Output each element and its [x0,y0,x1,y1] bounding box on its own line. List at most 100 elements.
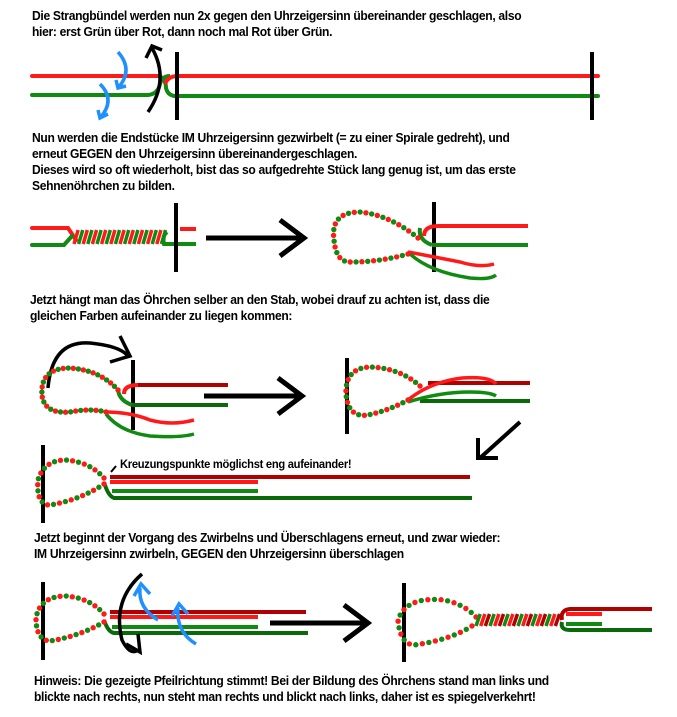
loop-bead [75,595,81,601]
twist-segment [141,229,149,245]
loop-bead [385,216,392,223]
loop-bead [334,249,340,256]
twist-segment [530,613,538,627]
loop-bead [419,640,426,647]
loop-bead [70,365,77,371]
loop-bead [390,219,397,225]
loop-bead [363,210,369,216]
twist-segment [109,229,117,245]
twist-segment [479,613,487,627]
twist-segment [86,229,94,245]
green-strand [30,234,74,247]
loop-bead [451,632,457,638]
loop-bead [96,606,103,613]
loop-bead [90,370,96,376]
loop-bead [74,495,80,501]
loop-bead [81,597,87,603]
loop-bead [45,597,52,603]
loop-bead [445,634,451,640]
loop-bead [431,596,438,603]
loop-bead [62,409,69,415]
loop-bead [101,611,107,617]
loop-bead [384,406,390,413]
loop-bead [463,626,469,633]
loop-bead [48,406,54,412]
loop-bead [57,593,63,600]
twist-segment [516,613,524,627]
loop-bead [39,389,45,395]
twist-segment [76,229,85,245]
loop-bead [41,399,47,405]
loop-bead [368,211,375,217]
blue-twist-arrow-icon [138,587,159,622]
loop-bead [111,383,118,390]
loop-bead [36,605,43,611]
loop-bead [396,625,402,631]
loop-bead [81,461,87,467]
twist-segment [493,613,501,627]
loop-bead [439,636,445,642]
loop-bead [42,374,49,381]
loop-bead [80,367,87,373]
loop-bead [373,410,379,416]
loop-bead [85,368,91,374]
twist-segment [150,229,159,245]
green-curve [417,227,433,247]
twist-spirals [72,229,562,627]
loop-bead [46,461,52,467]
loop-bead [335,216,342,222]
loop-bead [389,404,395,411]
red-loose-end [407,250,495,268]
loop-bead [38,634,44,640]
loop-bead [49,637,55,644]
loop-bead [388,255,394,261]
loop-bead [88,407,94,413]
figure-twist-again [41,572,373,660]
loop-bead [403,373,409,379]
loop-bead [34,610,40,617]
twist-segment [132,229,140,245]
twist-segment [544,613,552,627]
text-line: Hinweis: Die gezeigte Pfeilrichtung stim… [34,673,549,688]
loop-bead [101,475,107,481]
loop-bead [406,641,413,647]
loop-bead [405,251,411,257]
loop-bead [444,598,451,604]
loop-bead [341,258,348,264]
loop-bead [330,232,337,239]
loop-bead [369,364,376,370]
black-curved-arrow-icon [46,341,130,389]
loop-bead [69,458,76,464]
loop-bead [86,599,93,606]
loop-bead [426,639,432,646]
loop-bead [331,238,337,244]
loop-bead [406,602,412,609]
loop-bead [382,256,388,262]
loop-bead [33,623,40,629]
twist-segment [72,229,80,245]
twist-segment [159,229,168,245]
figure-first-loop [407,202,528,281]
step-4-text: Jetzt beginnt der Vorgang des Zwirbelns … [34,530,501,562]
loop-bead [381,365,387,372]
black-overturn-arrow-icon [117,572,144,654]
twist-segment [511,613,520,627]
loop-bead [401,637,407,643]
loop-bead [331,226,337,233]
loop-bead [378,408,385,415]
loop-bead [405,397,411,403]
twist-segment [525,613,534,627]
loop-bead [115,387,121,393]
loop-bead [386,367,393,373]
loop-bead [367,411,373,418]
loop-bead [396,221,402,228]
loop-bead [400,400,406,406]
loop-bead [69,594,75,600]
loop-bead [99,374,105,380]
green-cross-2 [157,74,177,98]
loop-bead [343,388,349,394]
loop-bead [61,635,67,641]
twist-segment [535,613,543,627]
text-line: Sehnenöhrchen zu bilden. [32,178,175,193]
loop-bead [78,407,84,414]
